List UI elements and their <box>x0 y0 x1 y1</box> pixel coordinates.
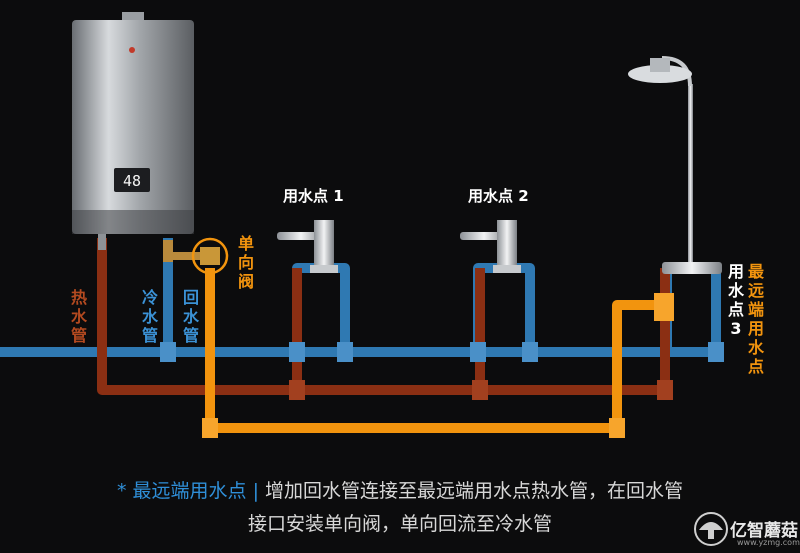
caption-highlight: * 最远端用水点 | <box>116 480 259 502</box>
faucet-1 <box>277 220 338 273</box>
caption-line-2: 接口安装单向阀，单向回流至冷水管 <box>247 513 552 535</box>
heater-display: 48 <box>123 172 141 190</box>
farthest-point-label: 最远端用水点 <box>747 262 764 376</box>
inlet-fitting <box>163 240 210 262</box>
check-valve <box>191 237 229 275</box>
shower <box>628 56 722 274</box>
hot-pipe-label: 热水管 <box>70 288 87 345</box>
point-1-label: 用水点 1 <box>283 187 344 205</box>
point-2-label: 用水点 2 <box>468 187 529 205</box>
caption-line-1: * 最远端用水点 | 增加回水管连接至最远端用水点热水管，在回水管 <box>0 476 800 503</box>
water-heater: 48 <box>72 12 194 250</box>
pipe-joints <box>160 293 724 438</box>
mushroom-logo-icon <box>694 512 728 546</box>
faucet-2 <box>460 220 521 273</box>
return-pipe-label: 回水管 <box>182 288 199 345</box>
logo-url: www.yzmg.com <box>737 538 800 547</box>
cold-pipe-label: 冷水管 <box>141 288 158 345</box>
logo-name: 亿智蘑菇 <box>730 521 798 541</box>
check-valve-label: 单向阀 <box>237 234 254 291</box>
caption-line-1-text: 增加回水管连接至最远端用水点热水管，在回水管 <box>258 480 684 502</box>
point-3-label: 用水点3 <box>727 262 744 338</box>
